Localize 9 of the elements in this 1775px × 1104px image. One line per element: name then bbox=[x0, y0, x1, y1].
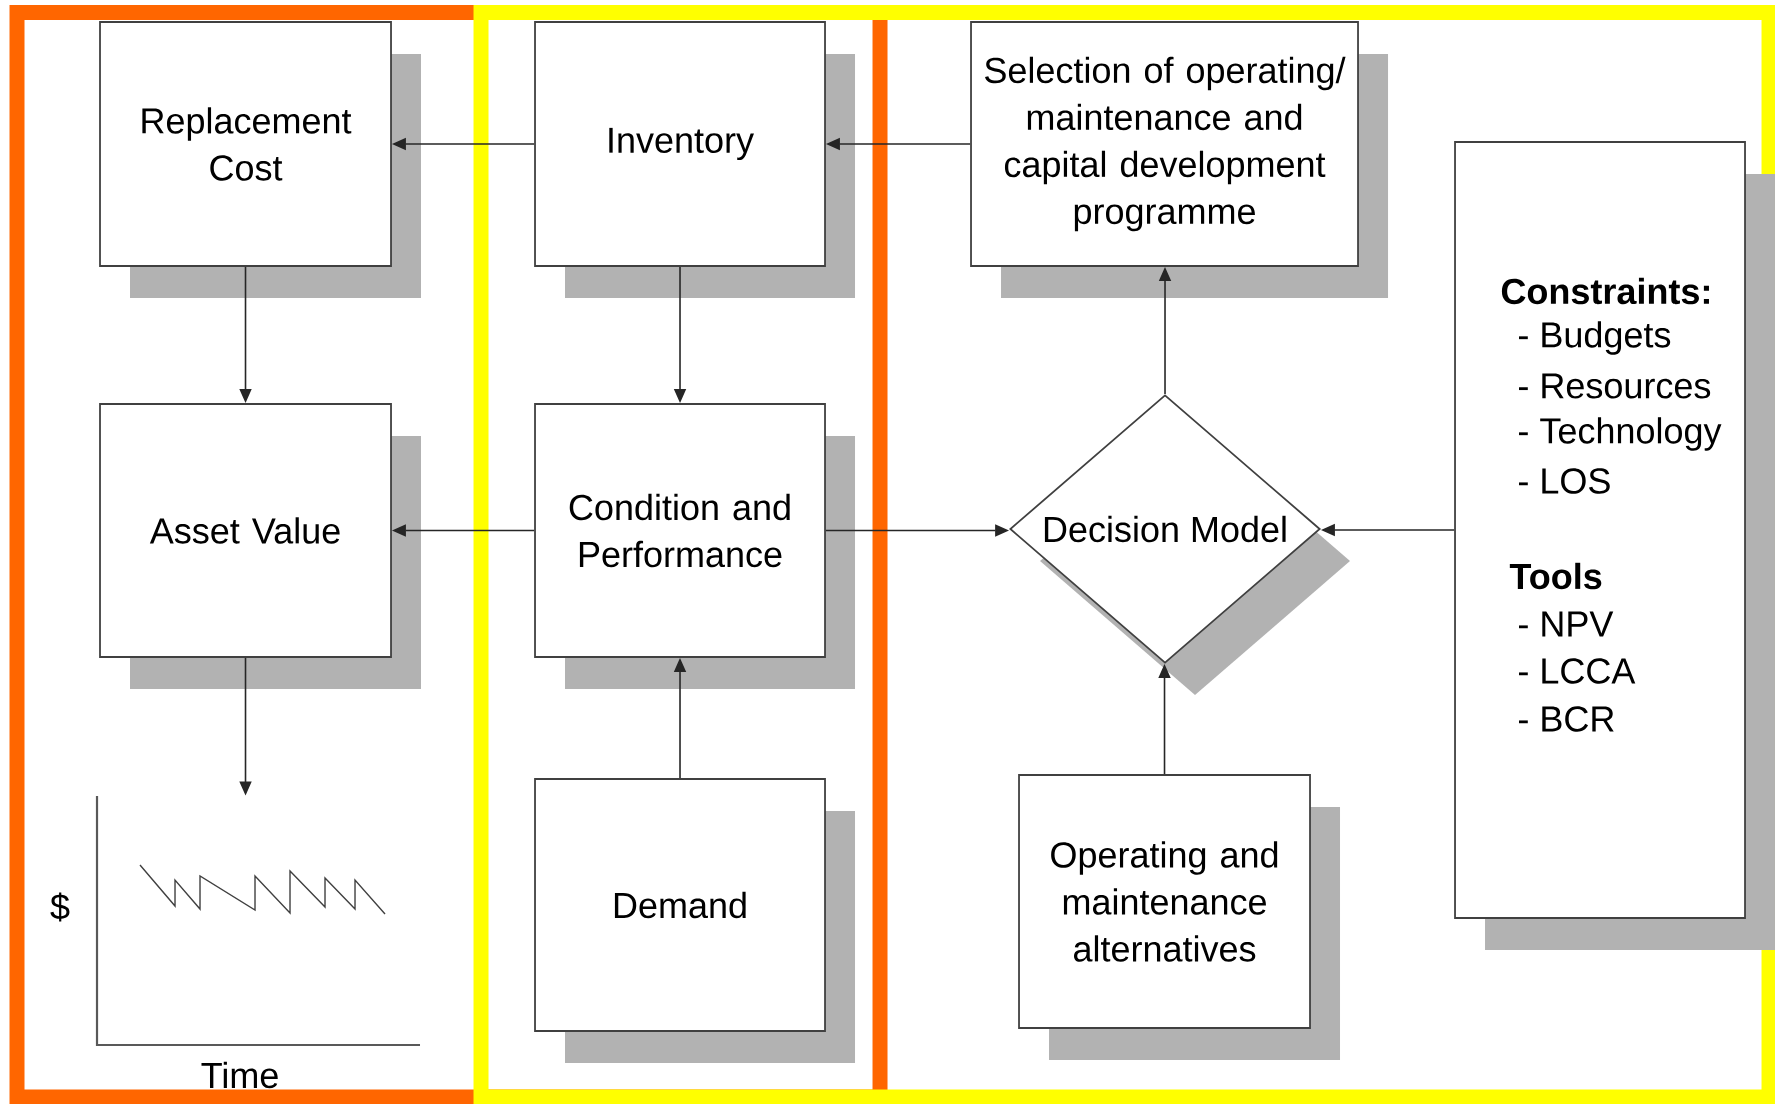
process-box: Selection of operating/ maintenance and capital development programme bbox=[970, 21, 1388, 298]
process-box: Operating and maintenance alternatives bbox=[1018, 774, 1340, 1060]
process-box: Inventory bbox=[534, 21, 855, 298]
process-box: Demand bbox=[534, 778, 855, 1063]
process-box: Replacement Cost bbox=[99, 21, 421, 298]
process-box: Asset Value bbox=[99, 403, 421, 689]
constraints-box: Constraints: - Budgets - Resources - Technology - LOS Tools - NPV - LCCA - BCR bbox=[1454, 141, 1775, 950]
line-chart-drawing bbox=[95, 796, 420, 1047]
process-box: Condition and Performance bbox=[534, 403, 855, 689]
